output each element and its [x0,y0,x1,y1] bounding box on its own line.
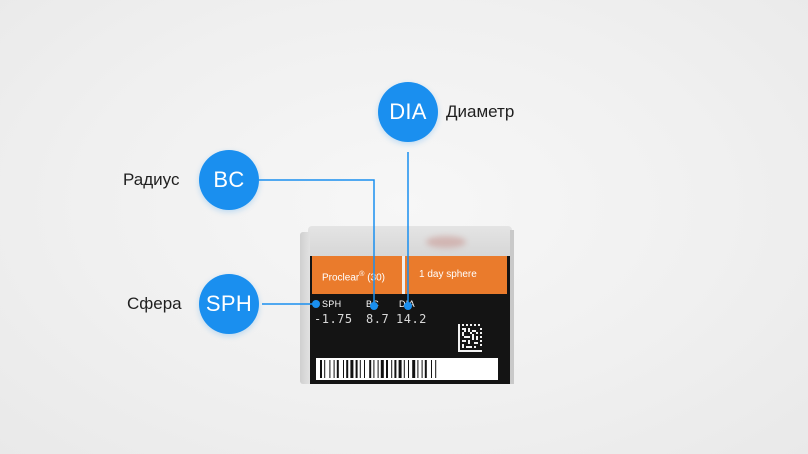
barcode-bars [320,360,437,378]
lens-package-box: Proclear® (30) 1 day sphere SPH BC DIA -… [300,226,514,386]
dia-badge: DIA [378,82,438,142]
barcode-bar [359,360,361,378]
bc-label: BC [366,299,380,309]
product-line: 1 day sphere [419,269,477,280]
barcode-bar [412,360,416,378]
bc-value: 8.7 [366,312,390,326]
barcode-bar [435,360,437,378]
product-line-band: 1 day sphere [405,256,507,294]
barcode-bar [431,360,432,378]
barcode-bar [373,360,375,378]
barcode-bar [346,360,349,378]
band-divider [402,256,405,294]
datamatrix-code [458,324,482,352]
dia-label: DIA [399,299,415,309]
package-right-edge [510,230,514,384]
barcode-bar [333,360,335,378]
barcode-bar [324,360,326,378]
barcode-bar [369,360,372,378]
barcode-bar [403,360,405,378]
barcode-bar [380,360,384,378]
barcode-bar [408,360,409,378]
barcode-bar [336,360,339,378]
dia-caption: Диаметр [446,102,515,121]
barcode-bar [343,360,344,378]
sph-label: SPH [322,299,342,309]
barcode-bar [329,360,331,378]
bc-badge: BC [199,150,259,210]
sph-caption: Сфера [127,294,182,313]
bc-caption: Радиус [123,170,180,189]
sph-value: -1.75 [314,312,353,326]
dia-value: 14.2 [396,312,427,326]
package-top-tint [426,236,466,248]
barcode-bar [364,360,365,378]
barcode-bar [421,360,423,378]
barcode-bar [377,360,379,378]
barcode-bar [398,360,402,378]
sph-badge: SPH [199,274,259,334]
barcode-bar [417,360,419,378]
barcode-bar [355,360,358,378]
barcode-bar [391,360,393,378]
barcode-bar [320,360,322,378]
brand-name: Proclear® (30) [322,271,385,284]
barcode-bar [386,360,388,378]
barcode-bar [424,360,427,378]
barcode-bar [394,360,397,378]
barcode [316,358,498,380]
package-top-face [308,226,512,258]
barcode-bar [350,360,354,378]
package-side-face [300,232,310,384]
brand-band: Proclear® (30) [312,256,402,294]
